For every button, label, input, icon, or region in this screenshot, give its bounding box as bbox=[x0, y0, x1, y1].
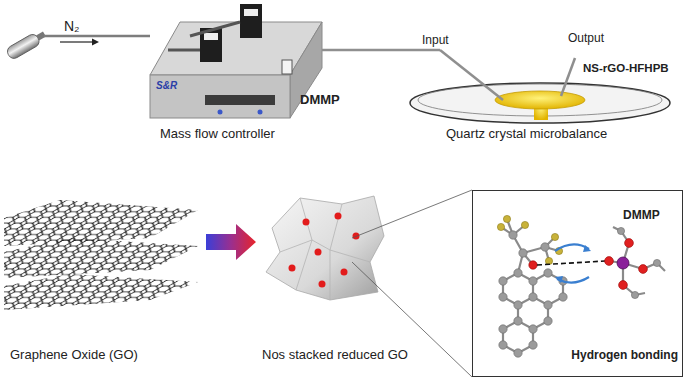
molecule-part bbox=[617, 227, 624, 234]
molecule-part bbox=[509, 231, 517, 239]
molecule-part bbox=[541, 243, 549, 251]
port-label: Output bbox=[568, 32, 604, 46]
mass-flow-controller bbox=[322, 49, 440, 52]
molecule-part bbox=[499, 341, 507, 349]
molecule-part bbox=[499, 293, 507, 301]
component-caption: Quartz crystal microbalance bbox=[446, 127, 607, 142]
brand-logo: S&R bbox=[156, 80, 177, 92]
molecule-part bbox=[514, 301, 522, 309]
qcm bbox=[410, 83, 670, 123]
molecule-part bbox=[583, 245, 591, 252]
process-arrow bbox=[206, 224, 256, 260]
molecule-part bbox=[605, 257, 614, 266]
crumpled-rgo bbox=[352, 190, 472, 238]
mass-flow-controller bbox=[258, 110, 263, 115]
molecule-name: DMMP bbox=[623, 209, 660, 223]
molecule-part bbox=[619, 281, 628, 290]
graphene-sheets bbox=[4, 200, 198, 310]
component-caption: Mass flow controller bbox=[160, 127, 275, 142]
crumpled-rgo bbox=[319, 281, 326, 288]
qcm bbox=[561, 58, 575, 96]
mass-flow-controller bbox=[244, 9, 258, 16]
gas-line bbox=[44, 35, 150, 38]
gas-name: N₂ bbox=[64, 18, 80, 34]
gas-cylinder bbox=[5, 31, 46, 60]
graphene-sheets bbox=[4, 238, 198, 278]
molecule-part bbox=[537, 261, 605, 265]
molecule-part bbox=[514, 317, 522, 325]
mass-flow-controller bbox=[150, 75, 290, 118]
mass-flow-controller bbox=[168, 49, 200, 52]
molecule-part bbox=[497, 223, 504, 230]
molecule-part bbox=[653, 259, 660, 266]
qcm bbox=[410, 50, 670, 123]
mass-flow-controller bbox=[240, 4, 262, 38]
molecule-part bbox=[519, 249, 527, 257]
sensor-material: NS-rGO-HFHPB bbox=[583, 62, 669, 75]
molecule-part bbox=[639, 265, 648, 274]
mass-flow-controller bbox=[205, 95, 275, 105]
molecule-part bbox=[559, 293, 567, 301]
gas-line bbox=[44, 36, 150, 46]
graphene-sheets bbox=[4, 274, 198, 310]
molecule-part bbox=[529, 341, 537, 349]
inset-box: DMMP Hydrogen bonding bbox=[472, 190, 683, 377]
molecule-part bbox=[544, 317, 552, 325]
molecule-part bbox=[555, 276, 563, 283]
molecule-part bbox=[499, 325, 507, 333]
molecule-part bbox=[617, 257, 629, 269]
crumpled-rgo bbox=[335, 213, 342, 220]
qcm bbox=[495, 91, 585, 109]
analyte-name: DMMP bbox=[300, 93, 340, 108]
crumpled-rgo bbox=[280, 198, 370, 300]
qcm bbox=[440, 50, 503, 100]
interaction-label: Hydrogen bonding bbox=[571, 349, 678, 363]
graphene-sheets bbox=[4, 200, 198, 246]
mass-flow-controller bbox=[204, 33, 218, 40]
molecule-part bbox=[499, 277, 507, 285]
material-caption: Nos stacked reduced GO bbox=[262, 348, 408, 363]
molecule-part bbox=[529, 293, 537, 301]
molecule-part bbox=[514, 269, 522, 277]
port-label: Input bbox=[422, 34, 449, 48]
crumpled-rgo bbox=[341, 269, 348, 276]
crumpled-rgo bbox=[266, 196, 384, 300]
material-caption: Graphene Oxide (GO) bbox=[10, 348, 138, 363]
molecule-part bbox=[544, 269, 552, 277]
molecule-part bbox=[529, 277, 537, 285]
molecule-part bbox=[544, 301, 552, 309]
crumpled-rgo bbox=[303, 219, 310, 226]
molecule-part bbox=[625, 239, 634, 248]
molecule-part bbox=[551, 233, 558, 240]
gas-cylinder bbox=[5, 32, 41, 60]
mass-flow-controller bbox=[282, 60, 292, 74]
mass-flow-controller bbox=[190, 22, 240, 36]
molecule-part bbox=[503, 215, 510, 222]
molecule-part bbox=[631, 291, 638, 298]
gas-line bbox=[60, 41, 92, 42]
gas-line bbox=[92, 39, 99, 46]
molecule-part bbox=[521, 221, 528, 228]
molecule-part bbox=[514, 349, 522, 357]
crumpled-rgo bbox=[289, 265, 296, 272]
molecule-part bbox=[529, 325, 537, 333]
crumpled-rgo bbox=[315, 249, 322, 256]
mass-flow-controller bbox=[218, 110, 223, 115]
molecule-part bbox=[529, 261, 537, 269]
mass-flow-controller bbox=[150, 4, 440, 118]
